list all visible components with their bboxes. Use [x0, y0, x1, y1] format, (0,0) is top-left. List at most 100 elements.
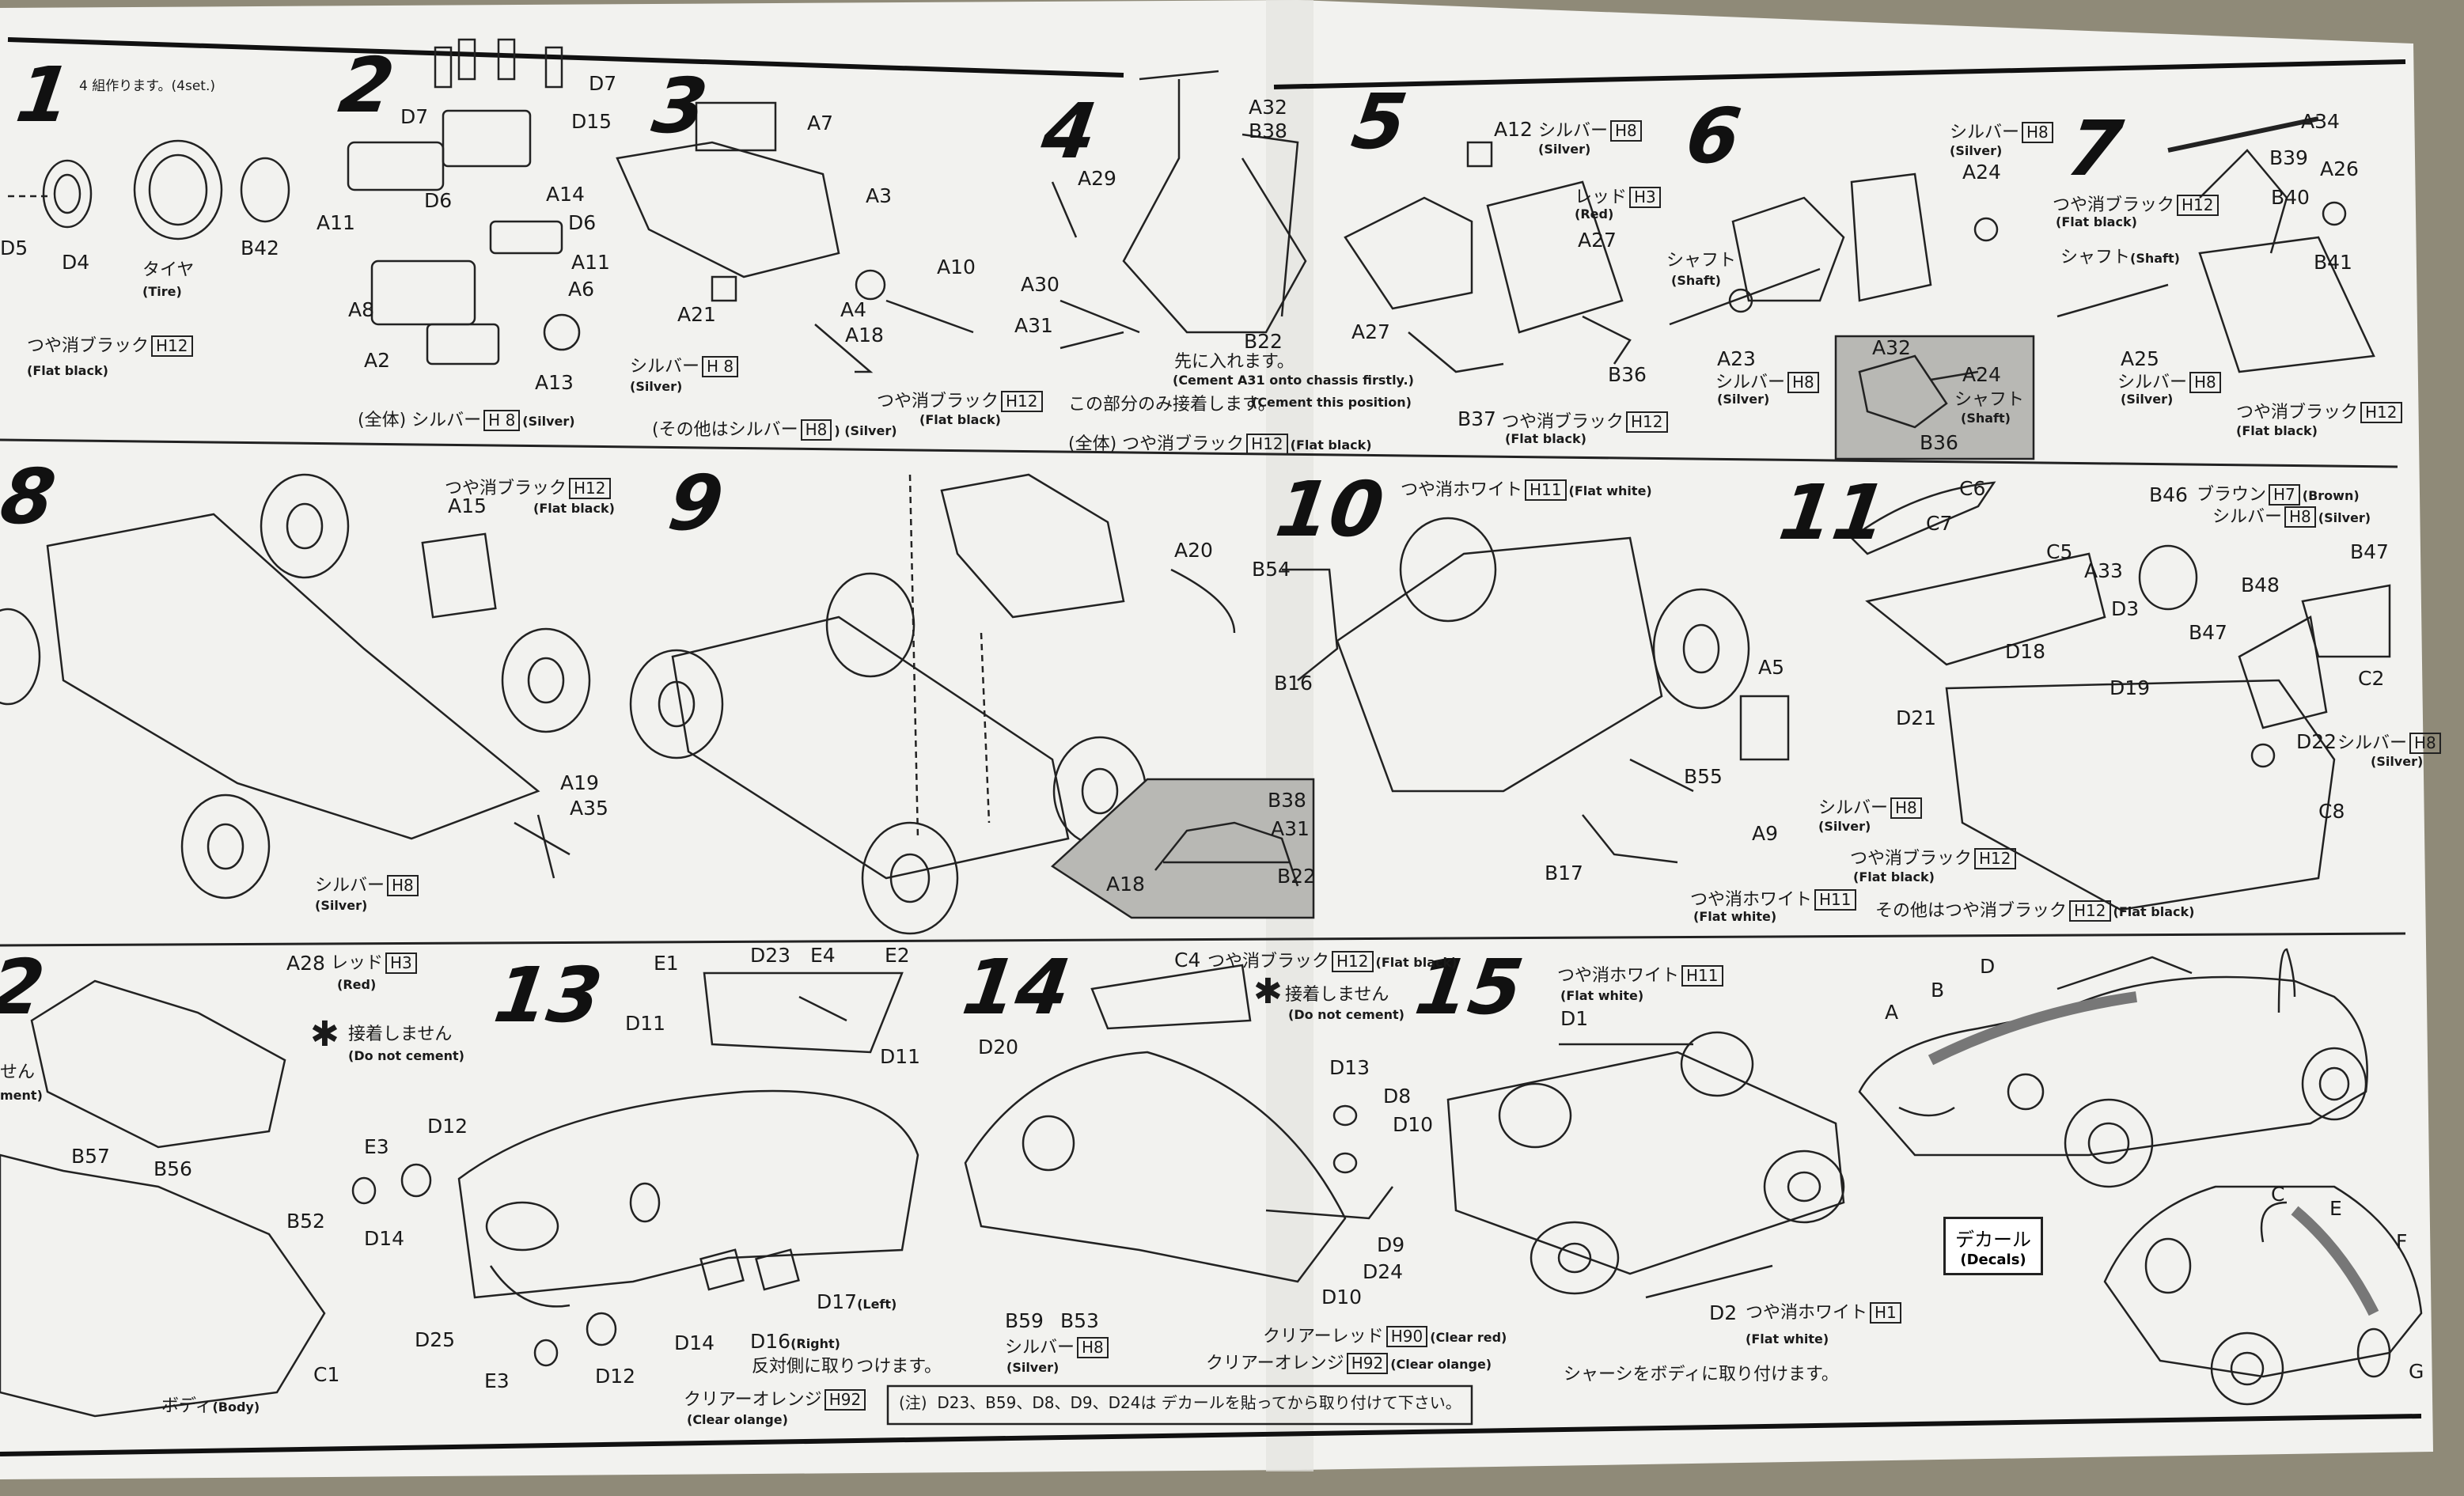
- step1-note: 4 組作ります。(4set.): [79, 78, 215, 94]
- part-label: A3: [866, 184, 893, 207]
- row-divider-1: [0, 438, 2398, 468]
- part-label: B40: [2271, 186, 2310, 209]
- part-label: B47: [2189, 621, 2227, 644]
- part-label: B56: [154, 1157, 192, 1180]
- part-label: D18: [2005, 640, 2046, 663]
- part-label: A34: [2301, 110, 2340, 133]
- part-label: C8: [2318, 800, 2345, 823]
- paint-code: H11: [1681, 965, 1723, 987]
- part-label: B22: [1244, 330, 1283, 353]
- part-label: E1: [654, 952, 679, 975]
- paint-code: H8: [800, 419, 832, 441]
- decals-legend: デカール (Decals): [1943, 1217, 2043, 1275]
- no-cement-note: 接着しません: [1285, 985, 1389, 1005]
- paint-instruction-en: (Flat black): [1853, 869, 1935, 884]
- engine-assembly: [616, 141, 840, 278]
- paint-code: H 8: [702, 356, 739, 377]
- part-label: D24: [1363, 1260, 1404, 1283]
- paint-instruction-en: (Flat black): [2056, 214, 2137, 229]
- paint-code: H7: [2269, 484, 2300, 506]
- finished-car-front-view: [1858, 975, 2368, 1157]
- paint-code: H11: [1525, 479, 1567, 501]
- front-body: [457, 1089, 919, 1299]
- paint-instruction-en: (Flat white): [1746, 1331, 1829, 1346]
- step-number-3: 3: [647, 62, 713, 150]
- paint-instruction-en: (Flat black): [1505, 431, 1586, 446]
- part-label: D6: [568, 211, 597, 234]
- finished-car-rear-view: [2103, 1185, 2423, 1378]
- rear-frame: [1731, 196, 1845, 302]
- windshield-part: [1850, 481, 1996, 555]
- step-number-14: 14: [957, 943, 1076, 1032]
- opposite-side-note: 反対側に取りつけます。: [752, 1357, 942, 1377]
- decals-label-en: (Decals): [1960, 1252, 2026, 1268]
- part-label: A33: [2084, 559, 2123, 582]
- part-label: A24: [1962, 363, 2001, 386]
- part-label: E3: [484, 1369, 510, 1392]
- paint-code: H8: [1610, 120, 1642, 142]
- cement-note: この部分のみ接着します。: [1068, 395, 1276, 415]
- part-label: E4: [810, 944, 836, 967]
- no-cement-note-clipped: せん: [0, 1062, 36, 1082]
- paint-instruction-en: (Flat black): [2236, 423, 2318, 438]
- paint-code: H3: [385, 953, 417, 974]
- paint-code: H1: [1870, 1302, 1901, 1324]
- paint-instruction-en: (Silver): [1006, 1360, 1060, 1375]
- cockpit-assembly: [964, 1051, 1347, 1283]
- paint-instruction-en: (Red): [1575, 206, 1614, 222]
- paint-instruction-en: (Silver): [2121, 392, 2174, 407]
- paint-code: H12: [1974, 848, 2016, 869]
- part-label: D7: [589, 72, 617, 95]
- step-number-6: 6: [1681, 92, 1746, 180]
- shaft-label: シャフト: [1666, 251, 1737, 271]
- part-label: A10: [937, 256, 976, 278]
- row-divider-2: [0, 932, 2406, 947]
- part-label: D4: [62, 251, 90, 274]
- part-label: A20: [1174, 539, 1213, 562]
- decal-marker: A: [1885, 1001, 1899, 1024]
- paint-code: H8: [387, 875, 419, 896]
- soft-top: [1090, 964, 1252, 1030]
- part-label: B17: [1545, 862, 1583, 884]
- paint-instruction-en: (Silver): [1818, 819, 1871, 834]
- no-cement-note: 接着しません: [348, 1024, 453, 1044]
- part-label: A19: [560, 771, 599, 794]
- center-fold: [1266, 0, 1314, 1471]
- part-label: E2: [885, 944, 910, 967]
- part-label: A8: [348, 298, 375, 321]
- part-label: D10: [1321, 1286, 1363, 1309]
- part-label: A18: [845, 324, 884, 347]
- part-label: D20: [978, 1036, 1019, 1059]
- paint-instruction-en: (Flat white): [1560, 988, 1644, 1003]
- part-label: D14: [674, 1331, 715, 1354]
- part-label: A23: [1717, 347, 1756, 370]
- part-label: A15: [448, 494, 487, 517]
- paint-code: H12: [1001, 391, 1043, 412]
- part-label: B59: [1005, 1309, 1044, 1332]
- chassis-with-wheels: [46, 513, 540, 840]
- part-label: D9: [1377, 1233, 1405, 1256]
- wheel-rim: [42, 159, 93, 229]
- decal-marker: C: [2271, 1183, 2285, 1206]
- decals-label: デカール: [1955, 1229, 2031, 1251]
- paint-code: H90: [1386, 1326, 1428, 1347]
- suspension-part: [1344, 196, 1473, 310]
- paint-instruction-en: (Silver): [1950, 143, 2003, 158]
- step9-inset: [1050, 778, 1315, 919]
- part-label: D25: [415, 1328, 456, 1351]
- step-number-13: 13: [489, 951, 608, 1040]
